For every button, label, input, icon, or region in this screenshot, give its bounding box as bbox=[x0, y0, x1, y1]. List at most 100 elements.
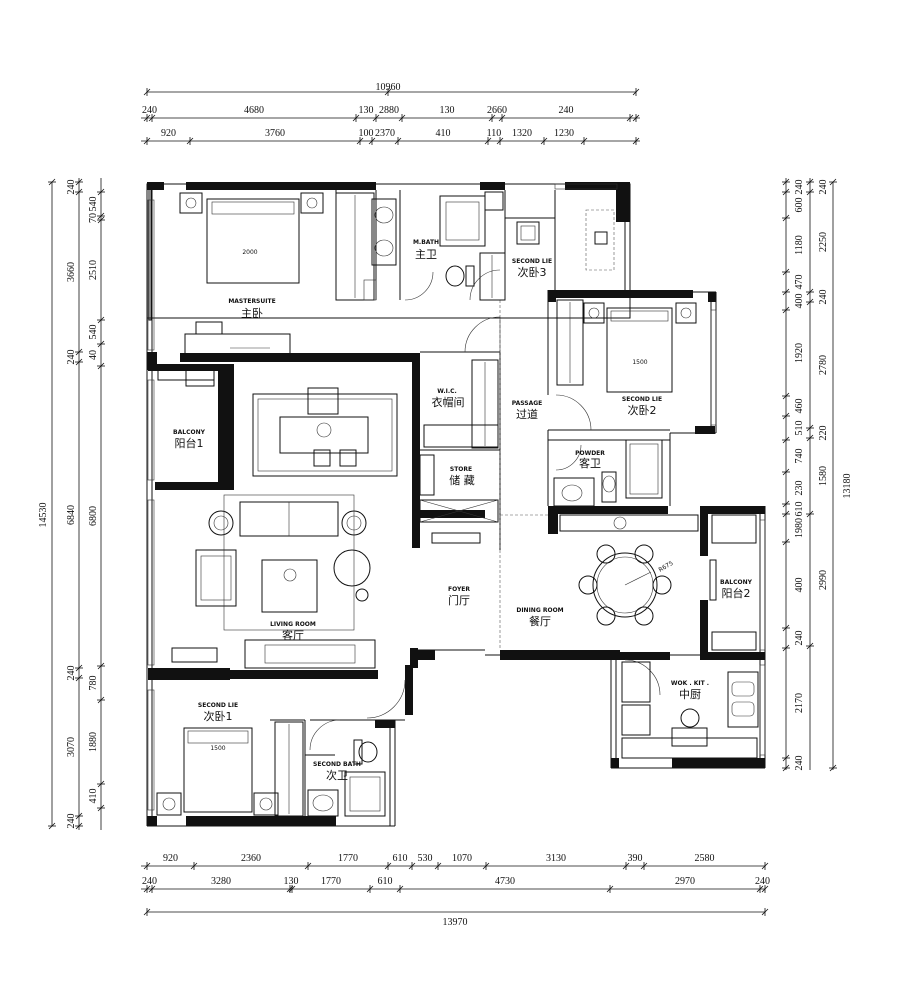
right-row2-dim-5: 1580 bbox=[818, 466, 829, 486]
wic-label-cn: 衣帽间 bbox=[432, 395, 465, 409]
right-row2-dim-2: 240 bbox=[818, 290, 829, 305]
balcony2-label-cn: 阳台2 bbox=[722, 586, 751, 600]
lie3-label-cn: 次卧3 bbox=[518, 265, 547, 279]
mbath-label-cn: 主卫 bbox=[415, 248, 437, 261]
master-bed bbox=[206, 198, 300, 284]
left-row1-dim-0: 240 bbox=[66, 180, 77, 195]
right-total-dim: 13180 bbox=[842, 474, 853, 499]
master-label-cn: 主卧 bbox=[241, 307, 263, 320]
lie2-label-cn: 次卧2 bbox=[628, 403, 657, 417]
left-row2-dim-8: 410 bbox=[88, 789, 99, 804]
right-row2-dim-1: 2250 bbox=[818, 232, 829, 252]
top-row1-dim-2: 130 bbox=[359, 105, 374, 116]
kitchen-label-en: WOK . KIT . bbox=[671, 680, 709, 687]
partitions bbox=[270, 190, 670, 816]
top-total-dim: 10960 bbox=[376, 82, 401, 93]
dining-radius: R675 bbox=[658, 560, 675, 574]
right-row2-dim-6: 2990 bbox=[818, 570, 829, 590]
left-row2-dim-2: 2510 bbox=[88, 260, 99, 280]
top-row1-dim-4: 130 bbox=[440, 105, 455, 116]
bottom-row2-dim-1: 3280 bbox=[211, 876, 231, 887]
top-row2-dim-3: 2370 bbox=[375, 128, 395, 139]
lie3-label-en: SECOND LIE bbox=[512, 258, 552, 265]
wic-label-en: W.I.C. bbox=[437, 388, 457, 395]
bottom-row2-dim-0: 240 bbox=[142, 876, 157, 887]
left-row2-dim-7: 1880 bbox=[88, 732, 99, 752]
living-label-en: LIVING ROOM bbox=[270, 621, 316, 628]
mbath-label-en: M.BATH bbox=[413, 239, 439, 246]
powder-label-cn: 客卫 bbox=[579, 456, 601, 470]
top-row1-dim-0: 240 bbox=[142, 105, 157, 116]
furniture: 2000 1500 bbox=[156, 191, 759, 817]
left-row2-dim-6: 780 bbox=[88, 676, 99, 691]
right-row2-dim-4: 220 bbox=[818, 426, 829, 441]
top-row2-dim-2: 100 bbox=[359, 128, 374, 139]
store-label-en: STORE bbox=[450, 466, 472, 473]
left-row2-dim-4: 40 bbox=[88, 350, 99, 360]
passage-label-cn: 过道 bbox=[516, 407, 538, 421]
top-row2-dim-6: 1320 bbox=[512, 128, 532, 139]
bottom-row1-dim-4: 530 bbox=[418, 853, 433, 864]
top-row2-dim-7: 1230 bbox=[554, 128, 574, 139]
top-row2-dim-5: 110 bbox=[487, 128, 502, 139]
bottom-row1-dim-3: 610 bbox=[393, 853, 408, 864]
right-row1-dim-7: 510 bbox=[794, 421, 805, 436]
left-row1-dim-3: 6840 bbox=[66, 505, 77, 525]
balcony1-label-en: BALCONY bbox=[173, 429, 206, 436]
right-row1-dim-6: 460 bbox=[794, 399, 805, 414]
right-row1-dim-9: 230 bbox=[794, 481, 805, 496]
passage-label-en: PASSAGE bbox=[512, 400, 543, 407]
kitchen-label-cn: 中厨 bbox=[679, 688, 701, 701]
bottom-row2-dim-2: 130 bbox=[284, 876, 299, 887]
right-row1-dim-4: 400 bbox=[794, 294, 805, 309]
left-row1-dim-5: 3070 bbox=[66, 737, 77, 757]
walls bbox=[146, 182, 766, 827]
right-row2-dim-0: 240 bbox=[818, 180, 829, 195]
balcony2-label-en: BALCONY bbox=[720, 579, 753, 586]
left-total-dim: 14530 bbox=[38, 503, 49, 528]
right-row2-dim-3: 2780 bbox=[818, 355, 829, 375]
doors bbox=[309, 269, 661, 751]
bottom-row1-dim-0: 920 bbox=[163, 853, 178, 864]
left-row1-dim-4: 240 bbox=[66, 666, 77, 681]
lie2-bed-size: 1500 bbox=[632, 359, 647, 366]
left-row2-dim-0: 540 bbox=[88, 197, 99, 212]
left-row2-dim-3: 540 bbox=[88, 325, 99, 340]
bath2-label-cn: 次卫 bbox=[326, 768, 348, 782]
top-row1-dim-1: 4680 bbox=[244, 105, 264, 116]
bottom-row2-dim-5: 4730 bbox=[495, 876, 515, 887]
right-row1-dim-14: 2170 bbox=[794, 693, 805, 713]
bottom-row1-dim-2: 1770 bbox=[338, 853, 358, 864]
left-row1-dim-6: 240 bbox=[66, 814, 77, 829]
dining-table: R675 bbox=[578, 544, 675, 626]
top-row1-dim-6: 240 bbox=[559, 105, 574, 116]
top-row2-dim-4: 410 bbox=[436, 128, 451, 139]
right-row1-dim-15: 240 bbox=[794, 756, 805, 771]
dining-label-cn: 餐厅 bbox=[529, 614, 551, 628]
foyer-label-en: FOYER bbox=[448, 586, 470, 593]
left-row1-dim-2: 240 bbox=[66, 350, 77, 365]
right-row1-dim-13: 240 bbox=[794, 631, 805, 646]
bottom-row1-dim-7: 390 bbox=[628, 853, 643, 864]
living-room-furniture bbox=[171, 387, 398, 669]
store-label-cn: 储 藏 bbox=[449, 473, 475, 487]
top-row1-dim-5: 2660 bbox=[487, 105, 507, 116]
bottom-row2-dim-4: 610 bbox=[378, 876, 393, 887]
left-row1-dim-1: 3660 bbox=[66, 262, 77, 282]
right-row1-dim-8: 740 bbox=[794, 449, 805, 464]
powder-label-en: POWDER bbox=[575, 450, 605, 457]
right-row1-dim-3: 470 bbox=[794, 275, 805, 290]
bottom-row2-dim-7: 240 bbox=[755, 876, 770, 887]
right-row1-dim-0: 240 bbox=[794, 180, 805, 195]
bottom-row1-dim-8: 2580 bbox=[695, 853, 715, 864]
top-row2-dim-1: 3760 bbox=[265, 128, 285, 139]
right-row1-dim-11: 1980 bbox=[794, 518, 805, 538]
dimension-lines bbox=[51, 91, 834, 913]
right-row1-dim-12: 400 bbox=[794, 578, 805, 593]
bottom-row1-dim-6: 3130 bbox=[546, 853, 566, 864]
bottom-row1-dim-5: 1070 bbox=[452, 853, 472, 864]
bath2-label-en: SECOND BATH bbox=[313, 761, 361, 768]
bottom-total-dim: 13970 bbox=[443, 917, 468, 928]
